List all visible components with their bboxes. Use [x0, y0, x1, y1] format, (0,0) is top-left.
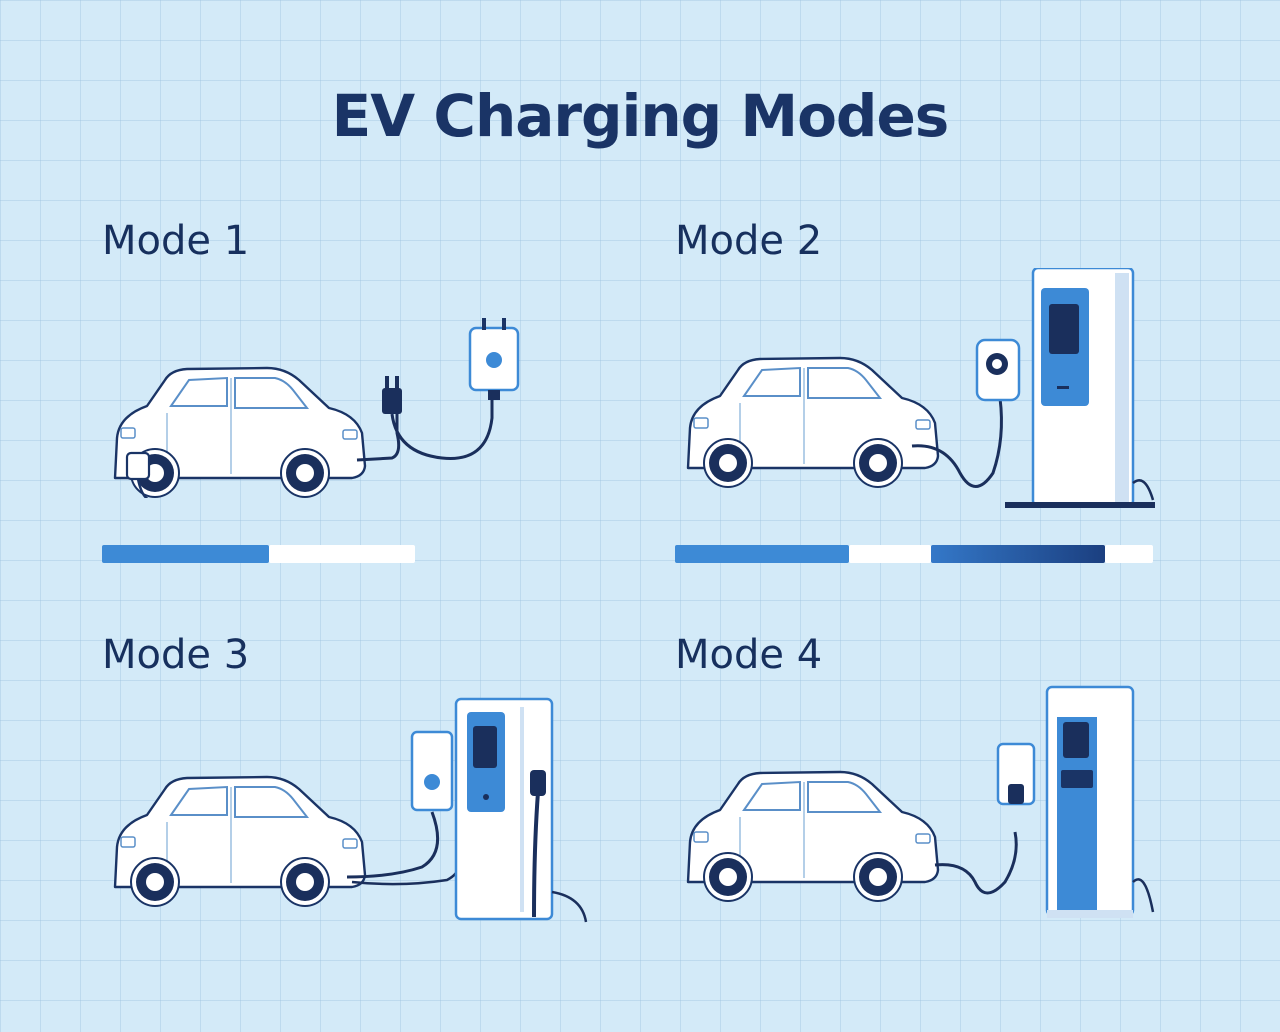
mode-3-panel: Mode 3: [102, 632, 642, 1032]
mode-2-label: Mode 2: [675, 218, 823, 264]
mode-3-illustration: [113, 697, 588, 923]
mode-2-bar-segment-1: [675, 545, 849, 563]
mode-2-illustration: [686, 268, 1155, 508]
mode-4-label: Mode 4: [675, 632, 823, 678]
mode-3-label: Mode 3: [102, 632, 250, 678]
car-icon: [686, 356, 940, 489]
charging-station-icon: [454, 697, 588, 923]
mode-4-panel: Mode 4: [675, 632, 1215, 1032]
mode-1-bar-track: [269, 545, 415, 563]
car-icon: [113, 366, 367, 498]
mode-1-panel: Mode 1: [102, 218, 642, 618]
mode-4-illustration: [686, 685, 1155, 918]
mode-2-panel: Mode 2: [675, 218, 1215, 618]
plug-icon: [382, 376, 402, 414]
mode-2-bar-segment-3: [931, 545, 1105, 563]
car-icon: [686, 770, 940, 903]
mode-1-label: Mode 1: [102, 218, 250, 264]
page-title: EV Charging Modes: [331, 82, 950, 150]
portable-charger-icon: [468, 318, 520, 400]
mode-2-bar-segment-2: [849, 545, 931, 563]
wall-box-icon: [975, 338, 1021, 402]
mode-1-bar-fill: [102, 545, 269, 563]
wall-box-icon: [996, 742, 1036, 806]
dc-fast-charger-icon: [1045, 685, 1155, 918]
wall-box-icon: [410, 730, 454, 812]
mode-2-bar-segment-4: [1105, 545, 1153, 563]
charging-station-icon: [1005, 268, 1155, 508]
charge-port-icon: [125, 451, 151, 498]
car-icon: [113, 775, 367, 908]
mode-1-illustration: [113, 318, 520, 498]
